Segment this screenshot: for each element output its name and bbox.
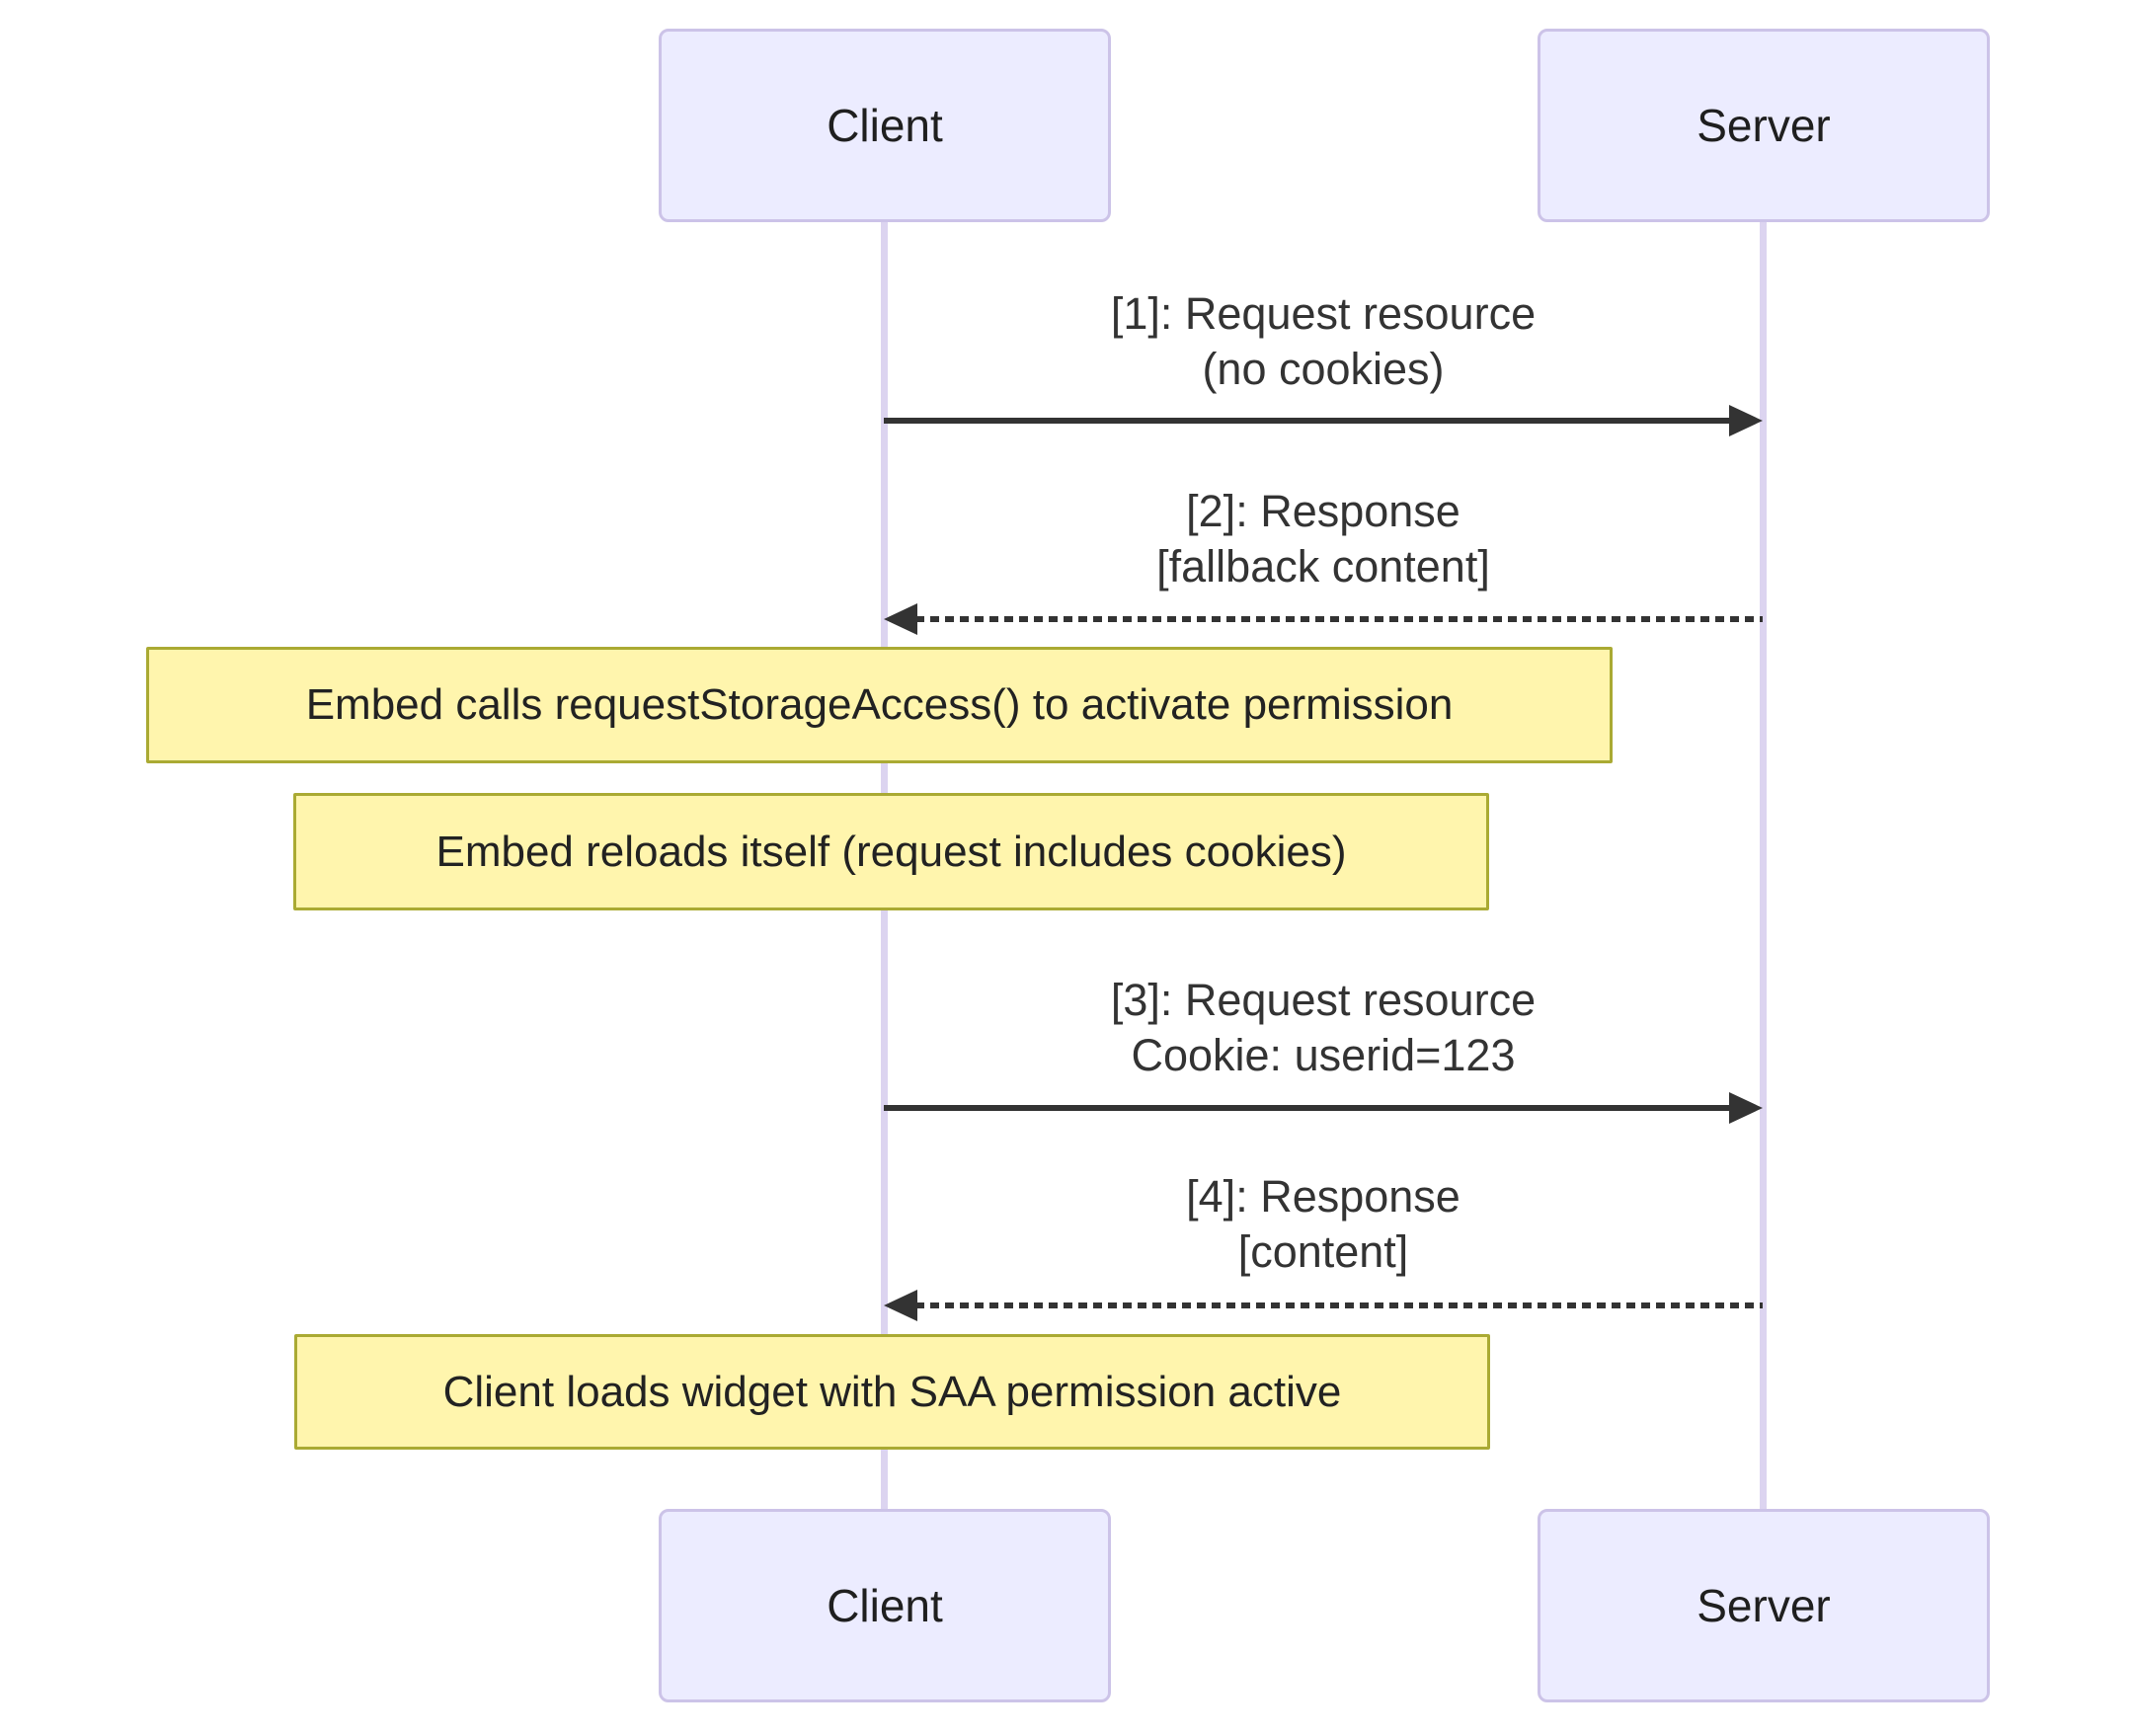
message-3-line-1: [3]: Request resource bbox=[1110, 975, 1537, 1025]
arrowhead-right-icon bbox=[1729, 1092, 1763, 1124]
lifeline-server bbox=[1760, 222, 1767, 1509]
actor-server-top: Server bbox=[1538, 29, 1990, 222]
message-4-line-2: [content] bbox=[1237, 1226, 1409, 1277]
message-2-label: [2]: Response [fallback content] bbox=[884, 484, 1763, 594]
note-request-storage-access-text: Embed calls requestStorageAccess() to ac… bbox=[305, 680, 1454, 729]
message-1-arrow bbox=[884, 418, 1731, 424]
message-1-line-1: [1]: Request resource bbox=[1110, 288, 1537, 339]
actor-server-bottom: Server bbox=[1538, 1509, 1990, 1702]
message-4-arrow bbox=[915, 1302, 1763, 1308]
arrowhead-right-icon bbox=[1729, 405, 1763, 436]
actor-client-top: Client bbox=[659, 29, 1111, 222]
message-2-arrow bbox=[915, 616, 1763, 622]
note-embed-reloads-text: Embed reloads itself (request includes c… bbox=[435, 827, 1347, 876]
arrowhead-left-icon bbox=[884, 1290, 917, 1321]
actor-client-top-label: Client bbox=[827, 100, 943, 151]
note-client-loads-widget-text: Client loads widget with SAA permission … bbox=[442, 1367, 1342, 1416]
message-2-line-1: [2]: Response bbox=[1186, 486, 1460, 536]
actor-client-bottom-label: Client bbox=[827, 1580, 943, 1631]
message-3-label: [3]: Request resource Cookie: userid=123 bbox=[884, 973, 1763, 1083]
message-3-line-2: Cookie: userid=123 bbox=[1131, 1030, 1516, 1080]
message-1-label: [1]: Request resource (no cookies) bbox=[884, 286, 1763, 397]
actor-client-bottom: Client bbox=[659, 1509, 1111, 1702]
note-embed-reloads: Embed reloads itself (request includes c… bbox=[293, 793, 1489, 910]
arrowhead-left-icon bbox=[884, 603, 917, 635]
actor-server-bottom-label: Server bbox=[1697, 1580, 1831, 1631]
message-3-arrow bbox=[884, 1105, 1731, 1111]
actor-server-top-label: Server bbox=[1697, 100, 1831, 151]
message-2-line-2: [fallback content] bbox=[1156, 541, 1490, 592]
message-4-line-1: [4]: Response bbox=[1186, 1171, 1460, 1222]
note-request-storage-access: Embed calls requestStorageAccess() to ac… bbox=[146, 647, 1613, 763]
note-client-loads-widget: Client loads widget with SAA permission … bbox=[294, 1334, 1490, 1450]
message-4-label: [4]: Response [content] bbox=[884, 1169, 1763, 1280]
message-1-line-2: (no cookies) bbox=[1202, 344, 1445, 394]
